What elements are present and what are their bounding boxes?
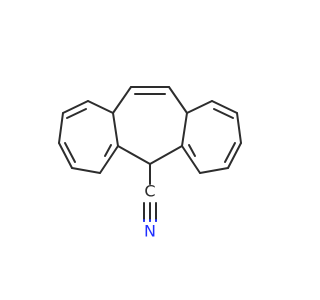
bond-right-5 [199,167,229,174]
right-benzene-ring [181,100,242,174]
double-bond-left-b [64,142,76,163]
molecule-canvas: C N [58,86,242,241]
carbon-atom-label: C [144,182,155,201]
left-benzene-ring [58,100,119,174]
bond-right-4 [227,142,242,169]
bond-right-7 [181,112,188,147]
bridge-right-top [168,86,188,114]
bond-left-4 [58,142,73,169]
molecule-diagram: C N [58,86,242,241]
bond-right-2 [211,100,238,114]
bond-right-1 [186,100,213,114]
bond-left-6 [99,145,119,174]
double-bond-right-b [224,142,236,163]
bond-left-3 [58,112,64,144]
double-bond-left-c [104,144,112,157]
bond-right-6 [181,145,201,174]
bridge-left-bottom [117,145,151,165]
nitrile-group: C N [143,163,157,241]
bond-right-3 [236,112,242,144]
bond-left-5 [71,167,101,174]
bridge-right-bottom [149,145,183,165]
bond-left-7 [112,112,119,147]
central-ring [112,86,188,165]
bond-left-2 [62,100,89,114]
double-bond-right-c [188,144,196,157]
nitrogen-atom-label: N [144,222,156,241]
double-bond-left-a [66,108,87,119]
bridge-left-top [112,86,132,114]
bond-left-1 [87,100,114,114]
double-bond-right-a [213,108,234,119]
